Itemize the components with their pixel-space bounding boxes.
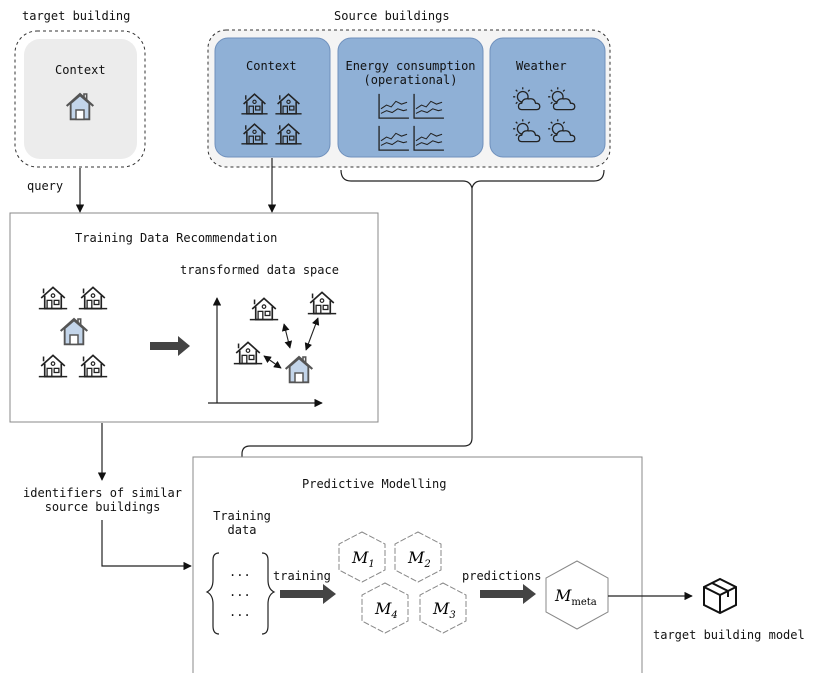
model-label-3: M3: [432, 599, 456, 621]
model-hexagon-4: [361, 582, 409, 634]
model-hexagon-1: [338, 531, 386, 583]
target-model-label: target building model: [653, 628, 805, 642]
training-data-line1: Training: [213, 509, 271, 523]
left-brace: [205, 552, 220, 635]
right-brace: [261, 552, 276, 635]
similarity-arrow: [263, 355, 282, 369]
weather-label: Weather: [516, 59, 567, 73]
meta-model-label: Mmeta: [554, 586, 597, 608]
weather-panel: [489, 37, 606, 158]
training-label: training: [273, 569, 331, 583]
source-buildings-header: Source buildings: [334, 9, 450, 23]
target-building-header: target building: [22, 9, 131, 23]
target-context-label: Context: [55, 63, 106, 77]
similarity-arrow: [281, 323, 293, 349]
training-data-line2: data: [227, 523, 257, 537]
package-icon: [703, 578, 737, 614]
training-data-row: ...: [229, 565, 251, 579]
source-data-arrow: [237, 188, 473, 493]
model-hexagon-3: [419, 582, 467, 634]
predictions-label: predictions: [462, 569, 542, 583]
target-building-frame: [14, 30, 146, 168]
recommendation-title: Training Data Recommendation: [75, 231, 278, 245]
similarity-arrow: [304, 317, 320, 351]
training-arrow: [280, 584, 336, 604]
transform-arrow: [150, 336, 190, 356]
predictive-title: Predictive Modelling: [302, 477, 447, 491]
model-label-2: M2: [407, 548, 431, 570]
identifiers-line1: identifiers of similar: [23, 486, 182, 500]
model-hexagon-2: [394, 531, 442, 583]
training-data-row: ...: [229, 605, 251, 619]
transformed-space-label: transformed data space: [180, 263, 339, 277]
identifiers-line2: source buildings: [44, 500, 161, 514]
source-brace: [340, 169, 605, 191]
energy-label-line2: (operational): [363, 73, 458, 87]
identifiers-to-model-arrow: [101, 520, 192, 571]
model-label-4: M4: [374, 599, 398, 621]
energy-panel: [337, 37, 484, 158]
query-label: query: [27, 179, 64, 193]
training-data-row: ...: [229, 585, 251, 599]
meta-model-hexagon: [545, 560, 609, 630]
source-context-panel: [214, 37, 331, 158]
source-context-label: Context: [246, 59, 297, 73]
model-label-1: M1: [351, 548, 375, 570]
predictions-arrow: [480, 584, 536, 604]
energy-label-line1: Energy consumption: [345, 59, 476, 73]
